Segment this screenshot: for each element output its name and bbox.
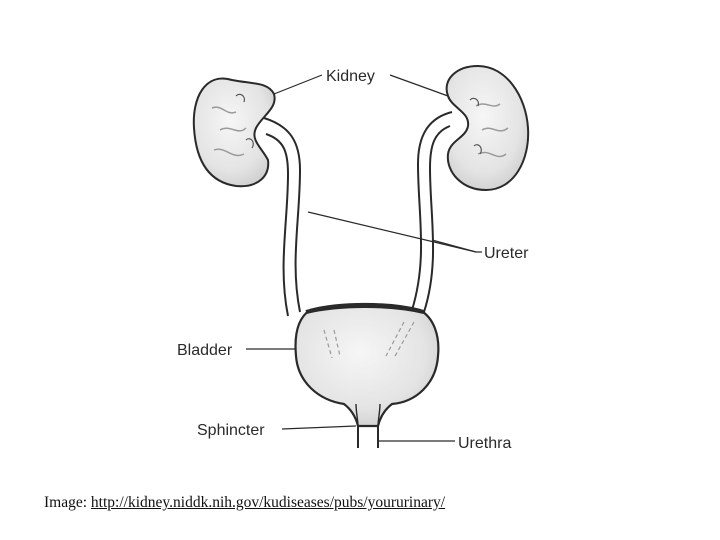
sphincter-label: Sphincter bbox=[197, 422, 265, 439]
image-credit-caption: Image: http://kidney.niddk.nih.gov/kudis… bbox=[44, 494, 445, 512]
source-link[interactable]: http://kidney.niddk.nih.gov/kudiseases/p… bbox=[90, 494, 446, 511]
ureter-leader-left bbox=[307, 211, 477, 253]
urethra bbox=[355, 403, 381, 448]
bladder-label: Bladder bbox=[177, 342, 233, 359]
left-ureter bbox=[263, 117, 302, 317]
left-kidney bbox=[192, 77, 276, 188]
caption-prefix: Image: bbox=[44, 494, 88, 511]
ureter-label: Ureter bbox=[484, 245, 529, 262]
kidney-leader-left bbox=[273, 74, 323, 95]
sphincter-leader bbox=[281, 425, 357, 430]
kidney-leader-right bbox=[389, 74, 449, 97]
urethra-label: Urethra bbox=[458, 435, 511, 452]
bladder bbox=[294, 302, 440, 428]
right-kidney bbox=[445, 64, 530, 192]
right-ureter bbox=[411, 111, 453, 313]
ureter-leader-right bbox=[431, 239, 482, 253]
kidney-label: Kidney bbox=[326, 68, 375, 85]
leader-lines bbox=[246, 74, 482, 442]
